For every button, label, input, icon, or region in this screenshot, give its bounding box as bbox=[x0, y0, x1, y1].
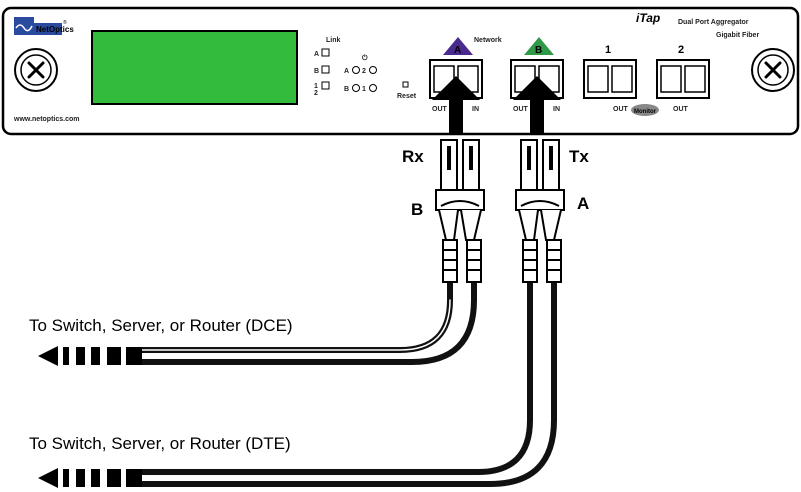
status-led-label-b: B bbox=[344, 86, 349, 93]
connector-a-boot-right bbox=[540, 209, 562, 241]
right-thumbscrew-icon bbox=[751, 48, 795, 92]
led-label-1: 1 bbox=[314, 83, 318, 90]
status-led-2-icon bbox=[369, 66, 377, 74]
cable-arrows bbox=[38, 346, 142, 488]
link-led-title: Link bbox=[326, 37, 340, 44]
fiber-cables bbox=[137, 279, 557, 487]
lower-cable-label: To Switch, Server, or Router (DTE) bbox=[29, 434, 291, 453]
monitor-port-2-number: 2 bbox=[678, 44, 684, 56]
brand-name: NetOptics bbox=[36, 25, 74, 34]
website-text: www.netoptics.com bbox=[13, 116, 79, 123]
left-thumbscrew-icon bbox=[14, 48, 58, 92]
led-1-icon bbox=[321, 81, 330, 90]
monitor-port-1-out-label: OUT bbox=[613, 106, 629, 113]
connector-b-boot-left bbox=[438, 209, 459, 241]
insert-arrows bbox=[432, 76, 561, 134]
connector-b-label: B bbox=[411, 200, 423, 219]
led-b-icon bbox=[321, 65, 330, 74]
insert-arrow-b-icon bbox=[513, 76, 561, 134]
cable-b-tx-strand bbox=[137, 279, 477, 365]
monitor-port-1-socket-a[interactable] bbox=[587, 65, 609, 93]
connector-a-boot-left bbox=[518, 209, 539, 241]
cable-highlight bbox=[139, 299, 451, 351]
status-led-group: ⏻ A 2 B 1 bbox=[344, 54, 377, 93]
status-led-a-icon bbox=[352, 66, 360, 74]
port-a-in-label: IN bbox=[472, 106, 479, 113]
insert-arrow-a-icon bbox=[432, 76, 480, 134]
monitor-port-2-out-label: OUT bbox=[673, 106, 689, 113]
product-logo: iTap bbox=[636, 11, 660, 25]
port-a-out-label: OUT bbox=[432, 106, 448, 113]
led-label-a: A bbox=[314, 51, 319, 58]
rx-label: Rx bbox=[402, 147, 424, 166]
port-a-badge-icon bbox=[443, 37, 473, 55]
link-led-group: Link A B 1 2 bbox=[314, 37, 340, 97]
tx-label: Tx bbox=[569, 147, 589, 166]
brand-mark: ® bbox=[63, 19, 67, 26]
port-b-out-label: OUT bbox=[513, 106, 529, 113]
led-label-b: B bbox=[314, 68, 319, 75]
power-icon: ⏻ bbox=[362, 54, 368, 62]
port-b-badge-icon bbox=[524, 37, 554, 55]
cable-a-tx-strand bbox=[137, 279, 557, 487]
monitor-port-2[interactable]: 2 OUT bbox=[656, 44, 710, 113]
monitor-port-2-socket-a[interactable] bbox=[660, 65, 682, 93]
reset-label: Reset bbox=[397, 93, 417, 100]
status-led-1-icon bbox=[369, 84, 377, 92]
cable-a-rx-strand bbox=[137, 279, 533, 475]
product-line2: Gigabit Fiber bbox=[716, 32, 759, 39]
device-front-panel: NetOptics ® www.netoptics.com Link A B 1… bbox=[1, 6, 800, 136]
product-line1: Dual Port Aggregator bbox=[678, 19, 749, 26]
monitor-port-1[interactable]: 1 OUT bbox=[583, 44, 637, 113]
connector-a bbox=[515, 139, 565, 283]
upper-cable-arrow-icon bbox=[38, 346, 142, 366]
upper-cable-label: To Switch, Server, or Router (DCE) bbox=[29, 316, 293, 335]
port-b-in-label: IN bbox=[553, 106, 560, 113]
status-led-label-2: 2 bbox=[362, 68, 366, 75]
monitor-port-2-socket-b[interactable] bbox=[684, 65, 706, 93]
monitor-badge bbox=[631, 104, 659, 116]
connector-b bbox=[435, 139, 485, 283]
lcd-display bbox=[91, 30, 298, 105]
port-b-badge: B bbox=[535, 45, 542, 56]
connector-a-label: A bbox=[577, 194, 589, 213]
lower-cable-arrow-icon bbox=[38, 468, 142, 488]
led-a-icon bbox=[321, 48, 330, 57]
status-led-label-a: A bbox=[344, 68, 349, 75]
product-branding: iTap Dual Port Aggregator Gigabit Fiber bbox=[636, 11, 759, 39]
monitor-port-1-socket-b[interactable] bbox=[611, 65, 633, 93]
port-a-badge: A bbox=[454, 45, 461, 56]
network-label: Network bbox=[474, 37, 502, 44]
led-label-2: 2 bbox=[314, 90, 318, 97]
status-led-label-1: 1 bbox=[362, 86, 366, 93]
brand-logo: NetOptics ® bbox=[14, 17, 74, 35]
status-led-b-icon bbox=[352, 84, 360, 92]
monitor-port-1-number: 1 bbox=[605, 44, 611, 56]
monitor-label: Monitor bbox=[634, 109, 657, 115]
connector-b-boot-right bbox=[460, 209, 482, 241]
reset-button[interactable] bbox=[402, 81, 409, 88]
